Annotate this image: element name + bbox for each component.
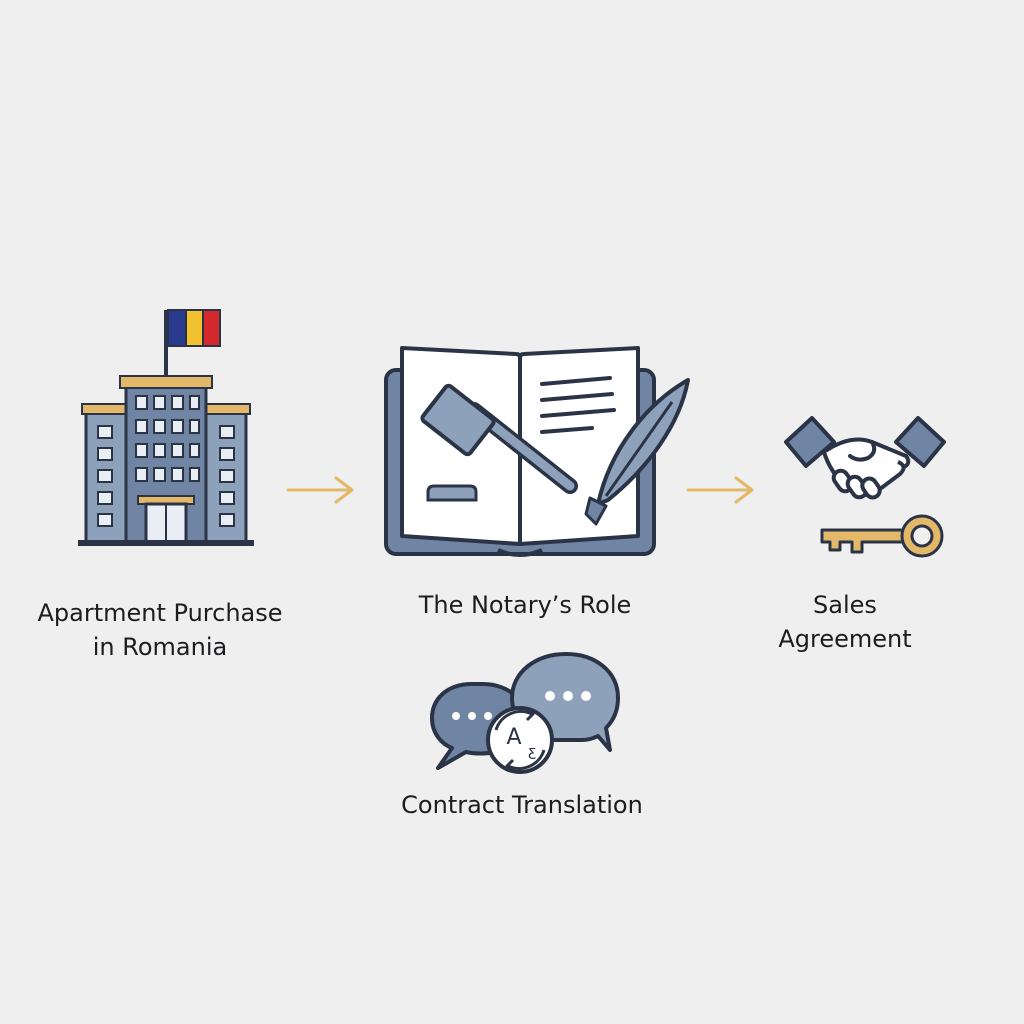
arrow-right-icon <box>286 476 354 504</box>
agreement-label: Sales Agreement <box>745 588 945 656</box>
purchase-label-line2: in Romania <box>92 633 228 661</box>
purchase-label-line1: Apartment Purchase <box>37 599 283 627</box>
open-book-icon <box>384 346 690 557</box>
notary-label: The Notary’s Role <box>380 588 670 622</box>
agreement-label-line2: Agreement <box>778 625 912 653</box>
handshake-icon <box>784 416 946 500</box>
gavel-icon <box>420 383 578 502</box>
speech-bubbles-icon: A ƹ <box>430 652 620 774</box>
building-icon <box>78 309 254 546</box>
translate-glyph-top: A <box>506 725 521 750</box>
key-icon <box>820 514 944 558</box>
agreement-label-line1: Sales <box>813 591 877 619</box>
translation-label-text: Contract Translation <box>401 791 643 819</box>
translate-icon: A ƹ <box>486 706 554 774</box>
purchase-label: Apartment Purchase in Romania <box>20 596 300 664</box>
translate-glyph-bottom: ƹ <box>528 744 536 760</box>
quill-pen-icon <box>584 378 690 526</box>
romania-flag-icon <box>164 309 221 376</box>
notary-label-text: The Notary’s Role <box>418 591 632 619</box>
arrow-right-icon <box>686 476 754 504</box>
translation-label: Contract Translation <box>372 788 672 822</box>
